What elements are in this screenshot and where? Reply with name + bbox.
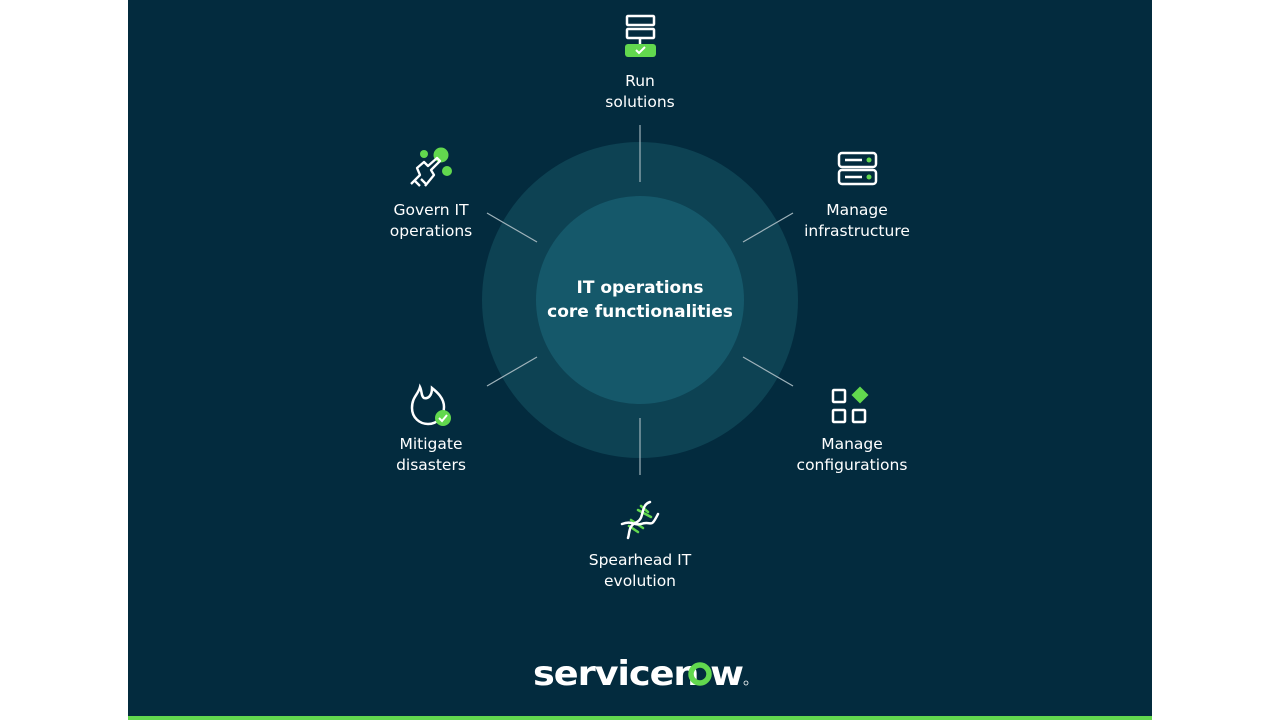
server-rack-icon	[837, 151, 878, 186]
item-label-line2: configurations	[797, 456, 908, 474]
item-label-line2: evolution	[604, 572, 676, 590]
item-manage-configurations: Manage configurations	[797, 386, 908, 474]
logo-o-ring	[688, 662, 712, 686]
server-check-icon	[625, 14, 656, 57]
item-manage-infrastructure: Manage infrastructure	[804, 151, 910, 240]
registered-mark	[743, 680, 749, 686]
grid-diamond-icon	[831, 386, 869, 424]
connector-lines	[486, 125, 794, 475]
item-mitigate-disasters: Mitigate disasters	[396, 383, 466, 474]
item-label-line1: Govern IT	[393, 201, 469, 219]
item-label-line1: Run	[625, 72, 655, 90]
item-label-line2: solutions	[605, 93, 674, 111]
item-label-line2: operations	[390, 222, 473, 240]
item-label-line2: disasters	[396, 456, 466, 474]
logo-text: servicen w	[533, 654, 744, 694]
item-label-line1: Mitigate	[399, 435, 462, 453]
item-label-line2: infrastructure	[804, 222, 910, 240]
item-govern-it-operations: Govern IT operations	[390, 147, 473, 240]
hand-pointer-icon	[410, 147, 452, 187]
flame-check-icon	[410, 383, 451, 426]
center-title-line2: core functionalities	[547, 302, 733, 322]
servicenow-logo: servicen w	[533, 654, 749, 694]
accent-bar	[128, 716, 1152, 720]
item-label-line1: Spearhead IT	[589, 551, 692, 569]
item-label-line1: Manage	[826, 201, 888, 219]
item-spearhead-it-evolution: Spearhead IT evolution	[589, 500, 692, 590]
item-label-line1: Manage	[821, 435, 883, 453]
dna-icon	[620, 500, 660, 540]
item-run-solutions: Run solutions	[605, 14, 675, 111]
inner-circle	[536, 196, 744, 404]
center-title-line1: IT operations	[577, 278, 704, 298]
